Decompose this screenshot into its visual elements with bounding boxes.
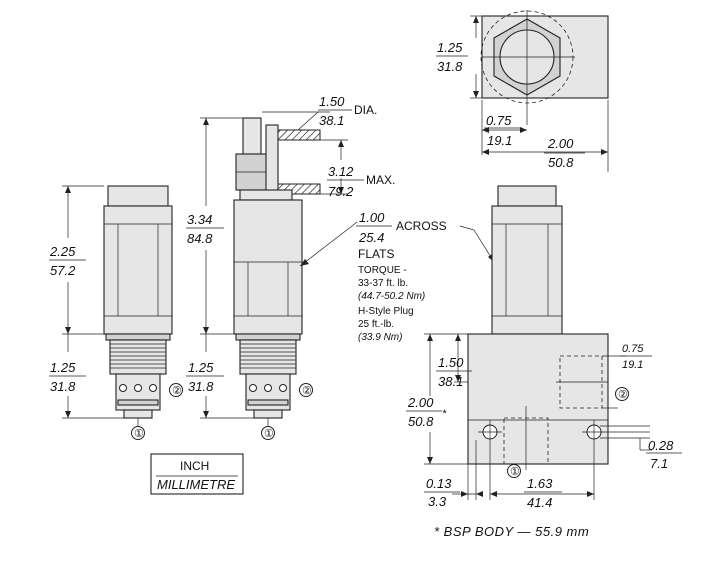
left-hex-body: [103, 205, 173, 335]
mid-thread-mm: 31.8: [188, 379, 214, 394]
mid-port-2: ②: [302, 385, 312, 397]
bottom-offset-mm: 3.3: [428, 494, 447, 509]
top-offset-mm: 19.1: [487, 133, 512, 148]
mid-thread: [239, 339, 297, 375]
left-thread-inch: 1.25: [50, 360, 76, 375]
right-hex-body: [491, 205, 563, 335]
adjust-max-mm: 79.2: [328, 184, 354, 199]
plug-value: 25 ft.-lb.: [358, 319, 394, 330]
hole-spacing-inch: 1.63: [527, 476, 553, 491]
side-port-inch: 0.75: [622, 343, 644, 355]
top-offset-inch: 0.75: [486, 113, 512, 128]
left-tip: [123, 409, 153, 419]
body-height-mark: *: [442, 408, 447, 420]
left-port-2: ②: [172, 385, 182, 397]
left-body-mm: 57.2: [50, 263, 76, 278]
plug-metric: (33.9 Nm): [358, 332, 402, 343]
mount-hole-mm: 7.1: [650, 456, 668, 471]
manifold-body: [467, 333, 609, 465]
top-height-inch: 1.25: [437, 40, 463, 55]
left-body-inch: 2.25: [49, 244, 76, 259]
flats-torque-note: 1.00 25.4 ACROSS FLATS TORQUE - 33-37 ft…: [299, 210, 495, 343]
adjust-max-suffix: MAX.: [366, 173, 395, 187]
flats-across: ACROSS: [396, 219, 447, 233]
handwheel-dia-suffix: DIA.: [354, 103, 377, 117]
units-legend: INCH MILLIMETRE: [150, 453, 244, 495]
top-height-mm: 31.8: [437, 59, 463, 74]
side-port-mm: 19.1: [622, 359, 643, 371]
right-port-1: ①: [510, 466, 520, 478]
port-offset-inch: 1.50: [438, 355, 464, 370]
top-width-inch: 2.00: [547, 136, 574, 151]
left-thread-mm: 31.8: [50, 379, 76, 394]
mid-hex-body: [233, 199, 303, 335]
left-thread: [109, 339, 167, 375]
footnote: * BSP BODY — 55.9 mm: [434, 524, 589, 539]
right-port-2: ②: [618, 389, 628, 401]
torque-metric: (44.7-50.2 Nm): [358, 291, 425, 302]
mid-adjust-stem: [242, 117, 262, 155]
top-view: 1.25 31.8 0.75 19.1 2.00 50.8: [436, 10, 609, 172]
handwheel-dia-inch: 1.50: [319, 94, 345, 109]
overall-height-mm: 84.8: [187, 231, 213, 246]
top-width-mm: 50.8: [548, 155, 574, 170]
port-offset-mm: 38.1: [438, 374, 463, 389]
mid-thread-inch: 1.25: [188, 360, 214, 375]
legend-inch: INCH: [180, 459, 209, 473]
cartridge-left: 2.25 57.2 1.25 31.8 ② ①: [49, 185, 183, 440]
handwheel-dia-mm: 38.1: [319, 113, 344, 128]
left-cap: [107, 185, 169, 207]
body-height-mm: 50.8: [408, 414, 434, 429]
flats-mm: 25.4: [358, 230, 384, 245]
plug-label: H-Style Plug: [358, 306, 414, 317]
adjust-max-inch: 3.12: [328, 164, 354, 179]
hole-spacing-mm: 41.4: [527, 495, 552, 510]
flats-inch: 1.00: [359, 210, 385, 225]
overall-height-inch: 3.34: [187, 212, 212, 227]
handwheel-bottom: [277, 183, 321, 195]
left-oring: [105, 333, 171, 341]
left-port-1: ①: [134, 428, 144, 440]
mount-hole-inch: 0.28: [648, 438, 674, 453]
torque-value: 33-37 ft. lb.: [358, 278, 408, 289]
torque-title: TORQUE -: [358, 265, 407, 276]
flats-label: FLATS: [358, 247, 394, 261]
legend-mm: MILLIMETRE: [157, 477, 235, 492]
mid-port-1: ①: [264, 428, 274, 440]
bottom-offset-inch: 0.13: [426, 476, 452, 491]
handwheel-top: [277, 129, 321, 141]
body-height-inch: 2.00: [407, 395, 434, 410]
cartridge-handwheel: 3.34 84.8 1.25 31.8 1.50 38.1 DIA. 3.12 …: [186, 94, 395, 440]
cartridge-in-body: ② ① 1.50 38.1 2.00 50.8 * 0.75: [406, 185, 682, 510]
